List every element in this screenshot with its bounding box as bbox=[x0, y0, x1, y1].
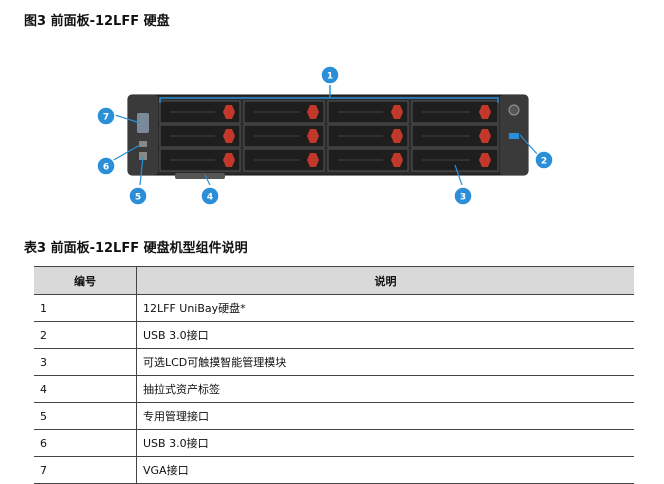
row-number: 2 bbox=[34, 322, 137, 349]
callout-2: 2 bbox=[535, 151, 553, 169]
row-number: 4 bbox=[34, 376, 137, 403]
power-button-icon bbox=[509, 105, 519, 115]
row-description: 可选LCD可触摸智能管理模块 bbox=[137, 349, 635, 376]
callout-3: 3 bbox=[454, 187, 472, 205]
figure-caption: 图3 前面板-12LFF 硬盘 bbox=[24, 10, 170, 29]
table-row: 4 抽拉式资产标签 bbox=[34, 376, 634, 403]
row-number: 5 bbox=[34, 403, 137, 430]
row-description: 抽拉式资产标签 bbox=[137, 376, 635, 403]
row-number: 6 bbox=[34, 430, 137, 457]
left-ear bbox=[128, 95, 158, 175]
drive-bays bbox=[160, 101, 498, 171]
table-row: 7 VGA接口 bbox=[34, 457, 634, 484]
table-row: 3 可选LCD可触摸智能管理模块 bbox=[34, 349, 634, 376]
row-number: 1 bbox=[34, 295, 137, 322]
server-front-panel-figure: 1 2 3 4 5 6 7 bbox=[0, 55, 664, 215]
asset-tag-icon bbox=[175, 173, 225, 179]
row-description: 12LFF UniBay硬盘* bbox=[137, 295, 635, 322]
svg-text:6: 6 bbox=[103, 163, 109, 173]
callout-1: 1 bbox=[321, 66, 339, 84]
callout-6: 6 bbox=[97, 157, 115, 175]
usb-port-right-icon bbox=[509, 133, 519, 139]
row-description: USB 3.0接口 bbox=[137, 322, 635, 349]
row-description: USB 3.0接口 bbox=[137, 430, 635, 457]
table-row: 5 专用管理接口 bbox=[34, 403, 634, 430]
svg-text:4: 4 bbox=[207, 193, 213, 203]
usb-port-icon bbox=[139, 141, 147, 147]
header-description: 说明 bbox=[137, 267, 635, 295]
row-number: 7 bbox=[34, 457, 137, 484]
svg-text:2: 2 bbox=[541, 157, 547, 167]
table-row: 6 USB 3.0接口 bbox=[34, 430, 634, 457]
table-row: 2 USB 3.0接口 bbox=[34, 322, 634, 349]
header-number: 编号 bbox=[34, 267, 137, 295]
svg-text:3: 3 bbox=[460, 193, 466, 203]
callout-7: 7 bbox=[97, 107, 115, 125]
component-table: 编号 说明 1 12LFF UniBay硬盘* 2 USB 3.0接口 3 可选… bbox=[34, 266, 634, 484]
row-description: VGA接口 bbox=[137, 457, 635, 484]
table-caption: 表3 前面板-12LFF 硬盘机型组件说明 bbox=[24, 237, 248, 256]
row-number: 3 bbox=[34, 349, 137, 376]
callout-5: 5 bbox=[129, 187, 147, 205]
row-description: 专用管理接口 bbox=[137, 403, 635, 430]
svg-text:1: 1 bbox=[327, 72, 333, 82]
table-row: 1 12LFF UniBay硬盘* bbox=[34, 295, 634, 322]
svg-text:7: 7 bbox=[103, 113, 109, 123]
table-header-row: 编号 说明 bbox=[34, 267, 634, 295]
callout-4: 4 bbox=[201, 187, 219, 205]
svg-text:5: 5 bbox=[135, 193, 141, 203]
